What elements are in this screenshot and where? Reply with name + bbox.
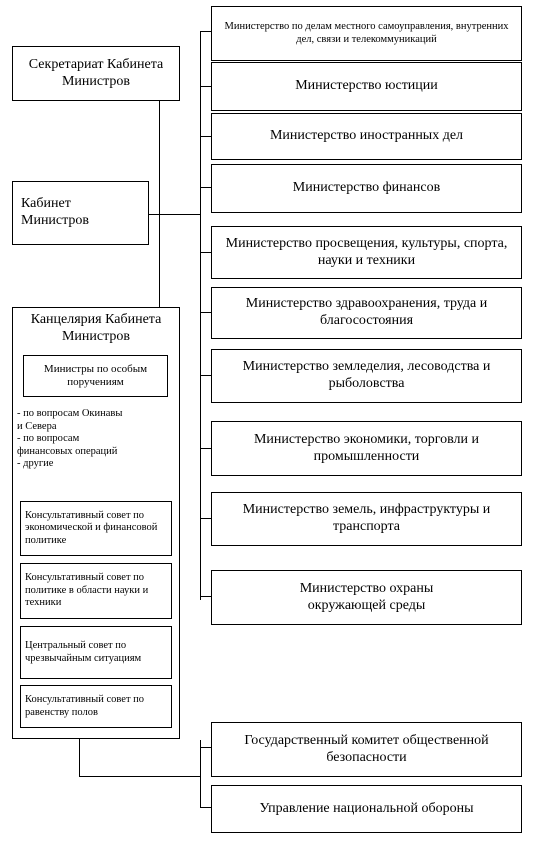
chancellery-title: Канцелярия Кабинета Министров <box>30 312 162 344</box>
council-economic-label: Консультативный совет по экономической и… <box>25 509 158 546</box>
secretariat-box: Секретариат Кабинета Министров <box>12 46 180 101</box>
list-item: - по вопросам Окинавы <box>17 408 123 419</box>
council-science-box: Консультативный совет по политике в обла… <box>20 563 172 619</box>
ministry-label: Министерство просвещения, культуры, спор… <box>225 235 508 268</box>
ministry-box: Министерство финансов <box>211 164 522 213</box>
ministry-box: Министерство по делам местного самоуправ… <box>211 6 522 61</box>
council-economic-box: Консультативный совет по экономической и… <box>20 501 172 556</box>
ministers-special-box: Министры по особым поручениям <box>23 355 168 397</box>
list-item: финансовых операций <box>17 445 118 457</box>
ministry-label: Министерство экономики, торговли и промы… <box>253 431 479 464</box>
ministry-label: Министерство иностранных дел <box>269 128 464 144</box>
council-emergency-label: Центральный совет по чрезвычайным ситуац… <box>25 640 142 664</box>
council-science-label: Консультативный совет по политике в обла… <box>25 572 149 609</box>
ministry-label: Министерство земель, инфраструктуры и тр… <box>242 502 491 534</box>
list-item: - по вопросам <box>17 433 80 445</box>
ministry-label: Министерство юстиции <box>295 78 438 94</box>
council-emergency-box: Центральный совет по чрезвычайным ситуац… <box>20 626 172 679</box>
ministers-list: - по вопросам Окинавы и Севера - по вопр… <box>17 408 177 471</box>
ministers-special-label: Министры по особым поручениям <box>43 363 148 388</box>
ministry-box: Министерство иностранных дел <box>211 113 522 160</box>
council-gender-box: Консультативный совет по равенству полов <box>20 685 172 728</box>
council-gender-label: Консультативный совет по равенству полов <box>25 694 145 718</box>
public-safety-committee-box: Государственный комитет общественной без… <box>211 722 522 777</box>
list-item: - другие <box>17 458 54 470</box>
defense-agency-label: Управление национальной обороны <box>259 800 474 816</box>
ministry-label: Министерство по делам местного самоуправ… <box>224 21 509 45</box>
cabinet-label: Кабинет Министров <box>21 196 90 228</box>
ministry-box: Министерство юстиции <box>211 62 522 111</box>
cabinet-box: Кабинет Министров <box>12 181 149 245</box>
public-safety-committee-label: Государственный комитет общественной без… <box>244 732 489 765</box>
ministry-box: Министерство земель, инфраструктуры и тр… <box>211 492 522 546</box>
defense-agency-box: Управление национальной обороны <box>211 785 522 833</box>
ministry-box: Министерство охраны окружающей среды <box>211 570 522 625</box>
ministry-box: Министерство экономики, торговли и промы… <box>211 421 522 476</box>
ministry-label: Министерство здравоохранения, труда и бл… <box>245 296 488 328</box>
ministry-label: Министерство финансов <box>292 180 441 196</box>
ministry-box: Министерство земледелия, лесоводства и р… <box>211 349 522 403</box>
secretariat-label: Секретариат Кабинета Министров <box>28 56 164 89</box>
list-item: и Севера <box>17 420 57 432</box>
ministry-label: Министерство охраны окружающей среды <box>299 580 434 613</box>
ministry-box: Министерство здравоохранения, труда и бл… <box>211 287 522 339</box>
ministry-label: Министерство земледелия, лесоводства и р… <box>242 359 491 391</box>
ministry-box: Министерство просвещения, культуры, спор… <box>211 226 522 279</box>
